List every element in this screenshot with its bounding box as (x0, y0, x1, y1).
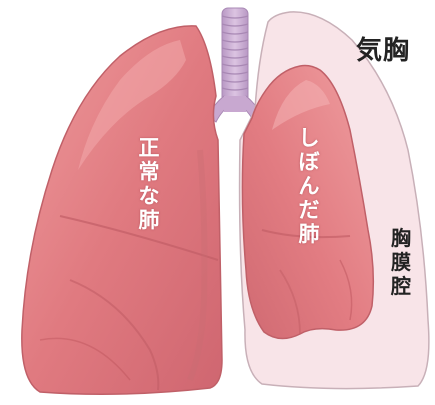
normal-lung (22, 26, 222, 394)
normal-lung-label: 正常な肺 (136, 136, 162, 232)
diagram-title: 気胸 (356, 30, 410, 67)
pleural-cavity-label: 胸膜腔 (388, 226, 414, 298)
trachea (208, 8, 262, 122)
collapsed-lung-label: しぼんだ肺 (296, 126, 322, 246)
